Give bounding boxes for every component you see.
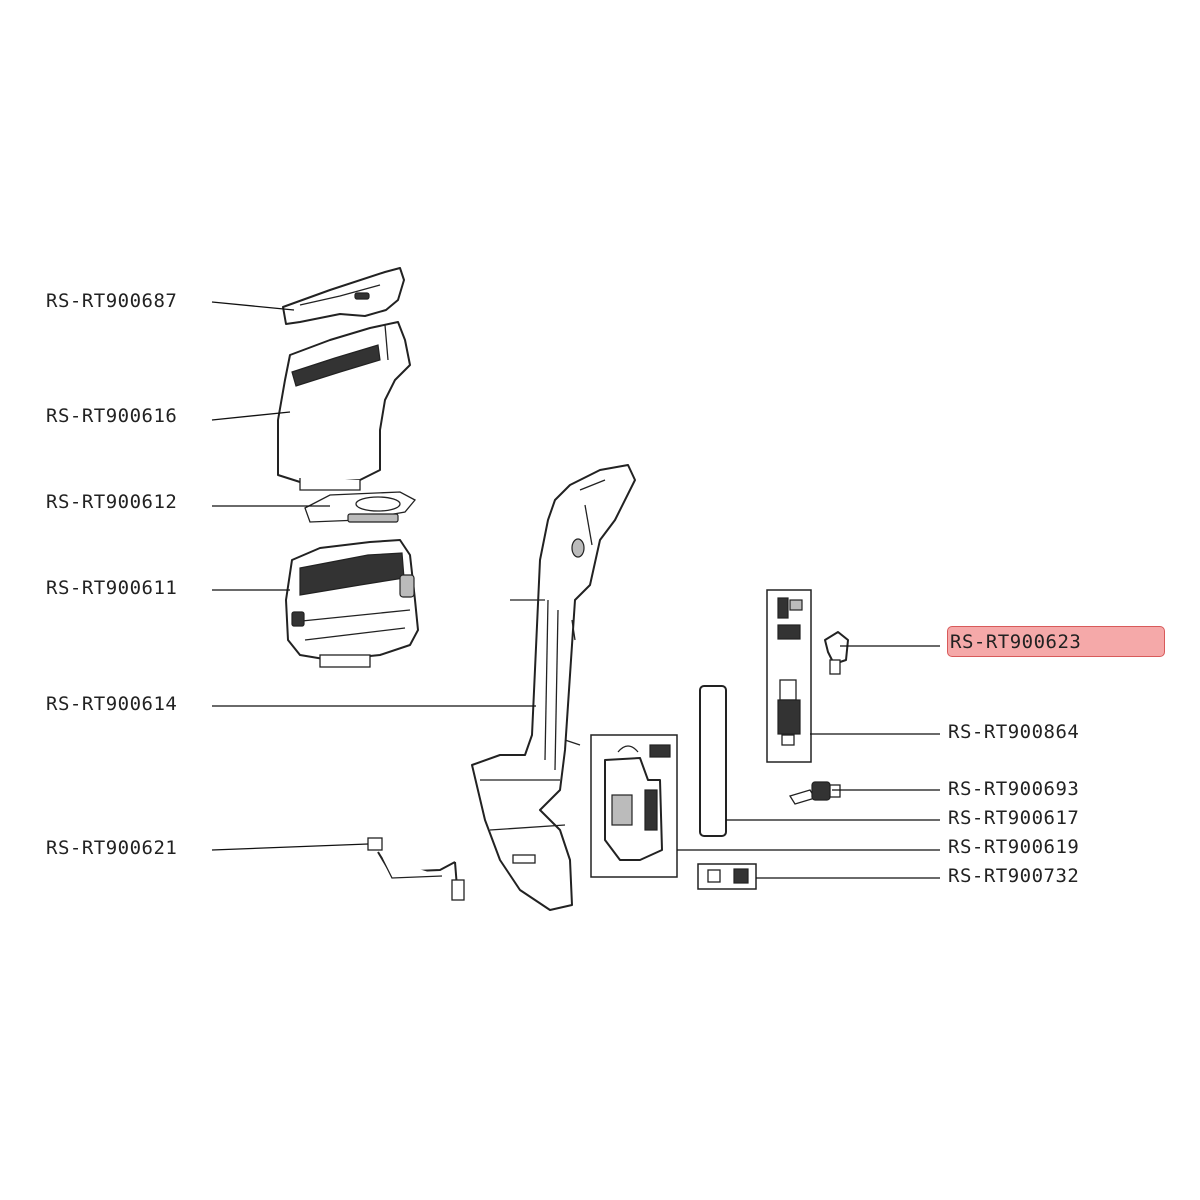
part-drawing-rt900687	[282, 267, 405, 325]
leader-rt900621	[211, 843, 369, 851]
part-label-rt900687[interactable]: RS-RT900687	[46, 290, 178, 312]
part-drawing-rt900611	[285, 539, 419, 668]
part-drawing-rt900614	[471, 464, 636, 911]
part-label-rt900623-selected[interactable]: RS-RT900623	[947, 626, 1165, 657]
part-label-rt900621[interactable]: RS-RT900621	[46, 837, 178, 859]
part-drawing-rt900621	[367, 837, 465, 901]
part-drawing-rt900612	[304, 491, 417, 523]
leader-rt900687	[211, 301, 295, 311]
part-label-rt900612[interactable]: RS-RT900612	[46, 491, 178, 513]
part-drawing-rt900619	[590, 734, 678, 878]
part-drawing-rt900616	[277, 321, 411, 491]
leader-rt900616	[211, 411, 291, 421]
leader-lines	[211, 301, 940, 879]
part-label-rt900616[interactable]: RS-RT900616	[46, 405, 178, 427]
part-label-rt900693[interactable]: RS-RT900693	[948, 778, 1080, 800]
part-drawing-rt900623	[824, 631, 849, 675]
part-drawing-rt900693	[788, 781, 841, 805]
part-label-rt900864[interactable]: RS-RT900864	[948, 721, 1080, 743]
part-drawing-rt900864	[766, 589, 812, 763]
part-label-rt900619[interactable]: RS-RT900619	[948, 836, 1080, 858]
part-label-rt900614[interactable]: RS-RT900614	[46, 693, 178, 715]
part-label-rt900617[interactable]: RS-RT900617	[948, 807, 1080, 829]
part-label-rt900732[interactable]: RS-RT900732	[948, 865, 1080, 887]
part-drawing-rt900732	[697, 863, 757, 890]
part-drawing-rt900617	[699, 685, 727, 837]
part-label-rt900611[interactable]: RS-RT900611	[46, 577, 178, 599]
